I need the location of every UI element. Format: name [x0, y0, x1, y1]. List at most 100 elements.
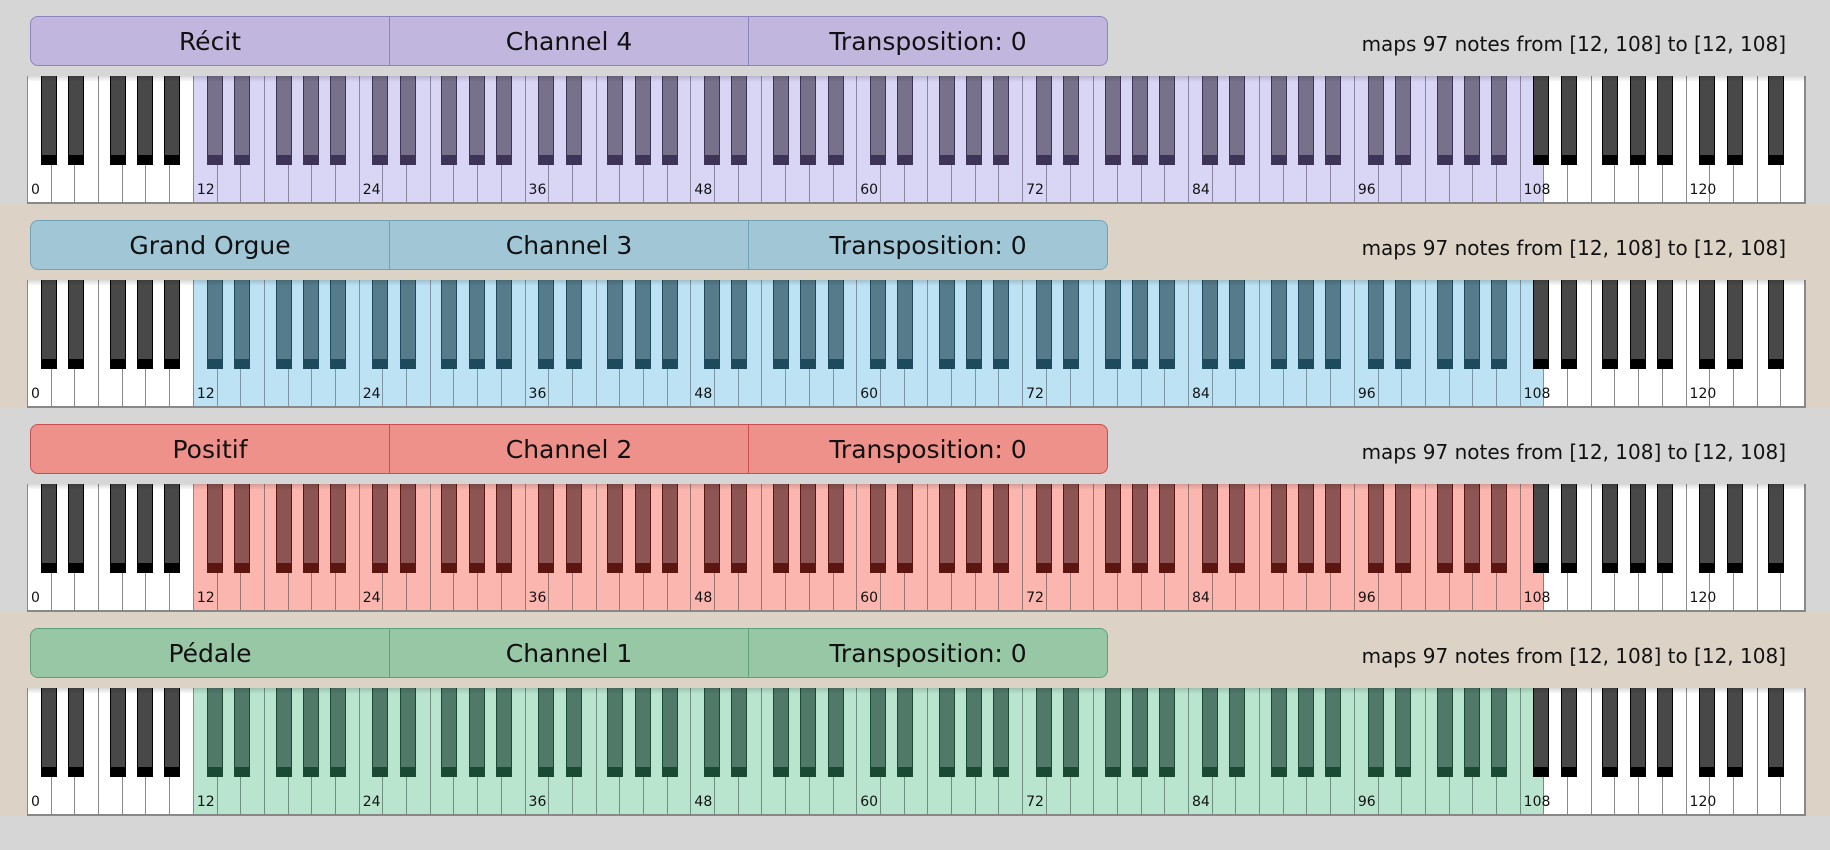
black-key[interactable]: [1699, 280, 1716, 369]
channel-field[interactable]: Channel 2: [390, 425, 749, 473]
black-key[interactable]: [1463, 484, 1480, 573]
black-key[interactable]: [966, 280, 983, 369]
black-key[interactable]: [773, 688, 790, 777]
black-key[interactable]: [109, 688, 126, 777]
channel-field[interactable]: Channel 4: [390, 17, 749, 65]
white-key[interactable]: [1734, 484, 1758, 610]
black-key[interactable]: [1463, 280, 1480, 369]
black-key[interactable]: [109, 280, 126, 369]
black-key[interactable]: [275, 688, 292, 777]
black-key[interactable]: [538, 688, 555, 777]
black-key[interactable]: [441, 76, 458, 165]
black-key[interactable]: [1629, 76, 1646, 165]
black-key[interactable]: [1436, 76, 1453, 165]
black-key[interactable]: [939, 280, 956, 369]
black-key[interactable]: [67, 280, 84, 369]
black-key[interactable]: [1436, 688, 1453, 777]
black-key[interactable]: [538, 280, 555, 369]
black-key[interactable]: [939, 76, 956, 165]
black-key[interactable]: [1629, 280, 1646, 369]
channel-field[interactable]: Channel 3: [390, 221, 749, 269]
white-key[interactable]: [1781, 484, 1805, 610]
black-key[interactable]: [1656, 484, 1673, 573]
black-key[interactable]: [1297, 688, 1314, 777]
black-key[interactable]: [634, 688, 651, 777]
white-key[interactable]: [75, 280, 100, 406]
black-key[interactable]: [1201, 688, 1218, 777]
black-key[interactable]: [897, 484, 914, 573]
black-key[interactable]: [565, 76, 582, 165]
black-key[interactable]: [1699, 484, 1716, 573]
black-key[interactable]: [233, 280, 250, 369]
black-key[interactable]: [1726, 280, 1743, 369]
black-key[interactable]: [800, 688, 817, 777]
black-key[interactable]: [67, 688, 84, 777]
black-key[interactable]: [1270, 688, 1287, 777]
black-key[interactable]: [661, 688, 678, 777]
black-key[interactable]: [1699, 688, 1716, 777]
black-key[interactable]: [372, 76, 389, 165]
black-key[interactable]: [1726, 484, 1743, 573]
black-key[interactable]: [1270, 484, 1287, 573]
black-key[interactable]: [399, 484, 416, 573]
black-key[interactable]: [1394, 76, 1411, 165]
black-key[interactable]: [136, 76, 153, 165]
black-key[interactable]: [468, 280, 485, 369]
black-key[interactable]: [1228, 688, 1245, 777]
black-key[interactable]: [1063, 280, 1080, 369]
black-key[interactable]: [1132, 484, 1149, 573]
black-key[interactable]: [607, 280, 624, 369]
black-key[interactable]: [1132, 280, 1149, 369]
black-key[interactable]: [275, 484, 292, 573]
black-key[interactable]: [731, 484, 748, 573]
black-key[interactable]: [302, 484, 319, 573]
black-key[interactable]: [1768, 484, 1785, 573]
transposition-field[interactable]: Transposition: 0: [829, 434, 1027, 464]
black-key[interactable]: [1035, 76, 1052, 165]
black-key[interactable]: [164, 688, 181, 777]
black-key[interactable]: [1768, 76, 1785, 165]
black-key[interactable]: [1463, 688, 1480, 777]
black-key[interactable]: [399, 280, 416, 369]
transposition-field[interactable]: Transposition: 0: [829, 230, 1027, 260]
black-key[interactable]: [1297, 280, 1314, 369]
black-key[interactable]: [800, 76, 817, 165]
black-key[interactable]: [704, 484, 721, 573]
black-key[interactable]: [1228, 280, 1245, 369]
black-key[interactable]: [1201, 280, 1218, 369]
black-key[interactable]: [233, 484, 250, 573]
black-key[interactable]: [1726, 688, 1743, 777]
black-key[interactable]: [1159, 688, 1176, 777]
black-key[interactable]: [136, 484, 153, 573]
white-key[interactable]: [1568, 76, 1592, 202]
black-key[interactable]: [372, 688, 389, 777]
black-key[interactable]: [1533, 688, 1550, 777]
black-key[interactable]: [1325, 280, 1342, 369]
black-key[interactable]: [468, 484, 485, 573]
black-key[interactable]: [731, 76, 748, 165]
black-key[interactable]: [800, 280, 817, 369]
black-key[interactable]: [538, 484, 555, 573]
black-key[interactable]: [1533, 76, 1550, 165]
black-key[interactable]: [1063, 688, 1080, 777]
black-key[interactable]: [661, 484, 678, 573]
black-key[interactable]: [1533, 484, 1550, 573]
black-key[interactable]: [206, 484, 223, 573]
transposition-field[interactable]: Transposition: 0: [829, 638, 1027, 668]
black-key[interactable]: [827, 688, 844, 777]
white-key[interactable]: [1781, 280, 1805, 406]
black-key[interactable]: [40, 484, 57, 573]
black-key[interactable]: [206, 76, 223, 165]
black-key[interactable]: [1436, 280, 1453, 369]
black-key[interactable]: [136, 688, 153, 777]
black-key[interactable]: [1490, 484, 1507, 573]
black-key[interactable]: [993, 688, 1010, 777]
black-key[interactable]: [1768, 280, 1785, 369]
black-key[interactable]: [1325, 484, 1342, 573]
black-key[interactable]: [1436, 484, 1453, 573]
black-key[interactable]: [1490, 76, 1507, 165]
black-key[interactable]: [330, 688, 346, 777]
white-key[interactable]: [1663, 484, 1687, 610]
